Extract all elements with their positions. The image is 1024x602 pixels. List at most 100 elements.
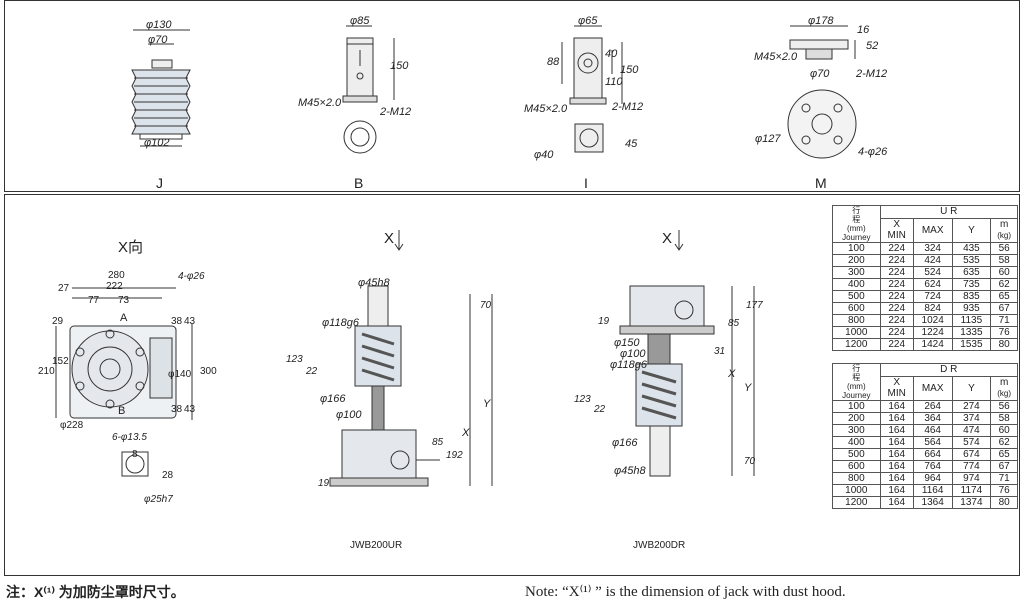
ur-col-m-unit: (kg): [997, 231, 1012, 241]
dr-cell: 76: [990, 484, 1018, 497]
ur-cell: 56: [990, 242, 1018, 255]
ur-cell: 300: [832, 266, 881, 279]
xv-dim-16: 43: [184, 404, 196, 415]
x-view-drawing: [55, 287, 193, 477]
dim-i-4: 150: [620, 64, 639, 76]
dim-b-1: 150: [390, 60, 409, 72]
xv-dim-20: 28: [162, 470, 174, 481]
view-b-label: B: [354, 175, 364, 191]
ur-stroke-header: 行 程 (mm) Journey: [832, 205, 881, 243]
dr-col-m-label: m: [999, 377, 1009, 389]
dr-cell: 964: [912, 472, 953, 485]
dr-dim-9: 123: [574, 394, 591, 405]
dr-cell: 400: [832, 436, 881, 449]
ur-dim-8: X: [462, 427, 470, 439]
ur-stroke-h3: Journey: [842, 233, 871, 242]
ur-cell: 224: [879, 290, 914, 303]
view-j-drawing: [131, 29, 191, 147]
dr-cell: 164: [879, 472, 914, 485]
ur-cell: 400: [832, 278, 881, 291]
ur-cell: 1335: [951, 326, 992, 339]
dim-m-7: 4-φ26: [858, 146, 888, 158]
ur-dim-7: Y: [483, 398, 491, 410]
ur-cell: 71: [990, 314, 1018, 327]
dr-col-y: Y: [951, 375, 992, 402]
ur-col-y: Y: [951, 217, 992, 244]
xv-dim-19: 8: [132, 449, 138, 460]
dr-stroke-h0: 行: [852, 364, 861, 373]
dr-cell: 600: [832, 460, 881, 473]
ur-cell: 1224: [912, 326, 953, 339]
dr-cell: 474: [951, 424, 992, 437]
dr-cell: 464: [912, 424, 953, 437]
xv-dim-4: 77: [88, 295, 100, 306]
dr-dim-5: 31: [714, 346, 726, 357]
note-chinese: 注：X⁽¹⁾ 为加防尘罩时尺寸。: [6, 584, 185, 600]
dim-i-3: 110: [605, 76, 623, 88]
view-b-drawing: [342, 25, 395, 154]
ur-cell: 100: [832, 242, 881, 255]
dr-cell: 564: [912, 436, 953, 449]
dim-m-2: 52: [866, 40, 879, 52]
dr-col-max: MAX: [912, 375, 953, 402]
ur-cell: 835: [951, 290, 992, 303]
ur-dim-0: φ45h8: [358, 277, 390, 289]
dr-col-m-unit: (kg): [997, 389, 1012, 399]
ur-cell: 224: [879, 242, 914, 255]
ur-dim-5: φ166: [320, 393, 346, 405]
view-m-label: M: [815, 175, 827, 191]
ur-dim-3: 123: [286, 354, 303, 365]
ur-cell: 935: [951, 302, 992, 315]
dr-cell: 1164: [912, 484, 953, 497]
xv-dim-5: 73: [118, 295, 130, 306]
bottom-views: [55, 230, 755, 487]
ur-dim-6: φ100: [336, 409, 362, 421]
dr-cell: 164: [879, 496, 914, 509]
ur-cell: 435: [951, 242, 992, 255]
dim-m-0: φ178: [808, 15, 834, 27]
dim-m-3: M45×2.0: [754, 51, 798, 63]
dr-group-header: D R: [879, 363, 1019, 377]
ur-dim-9: 85: [432, 437, 444, 448]
dr-cell: 1200: [832, 496, 881, 509]
dr-cell: 164: [879, 460, 914, 473]
dr-cell: 300: [832, 424, 881, 437]
view-i-label: I: [584, 175, 588, 191]
dr-cell: 274: [951, 400, 992, 413]
xv-dim-7: 29: [52, 316, 64, 327]
dr-cell: 164: [879, 436, 914, 449]
xv-dim-6: A: [120, 312, 128, 324]
dr-stroke-h2: (mm): [846, 382, 866, 391]
dr-cell: 200: [832, 412, 881, 425]
ur-cell: 1000: [832, 326, 881, 339]
dr-col-min-label: MIN: [887, 388, 906, 400]
dr-cell: 364: [912, 412, 953, 425]
dr-cell: 974: [951, 472, 992, 485]
dr-cell: 800: [832, 472, 881, 485]
note-english: Note: “X⁽¹⁾ ” is the dimension of jack w…: [525, 584, 846, 600]
dr-stroke-h3: Journey: [842, 391, 871, 400]
dr-cell: 764: [912, 460, 953, 473]
dr-cell: 60: [990, 424, 1018, 437]
dim-i-7: φ40: [534, 149, 554, 161]
ur-cell: 624: [912, 278, 953, 291]
ur-cell: 76: [990, 326, 1018, 339]
xv-dim-0: 280: [108, 270, 125, 281]
dim-i-8: 45: [625, 138, 638, 150]
dim-j-0: φ130: [146, 19, 172, 31]
dr-dim-3: φ150: [614, 337, 640, 349]
dr-cell: 1000: [832, 484, 881, 497]
dr-dim-12: φ45h8: [614, 465, 646, 477]
ur-cell: 1200: [832, 338, 881, 351]
